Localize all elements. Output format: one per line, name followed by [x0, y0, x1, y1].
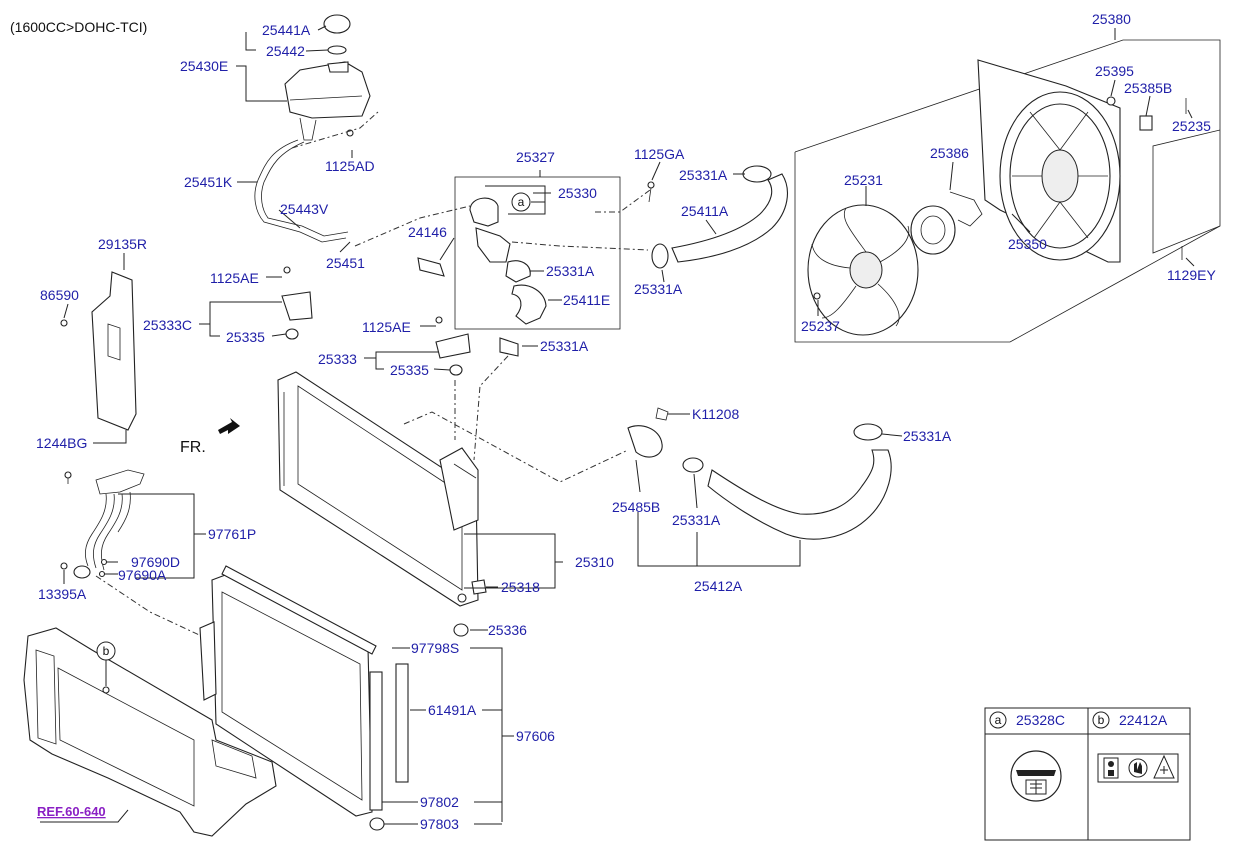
part-label[interactable]: 25336 [488, 622, 527, 638]
mount-brackets [281, 266, 519, 376]
legend-a-part[interactable]: 25328C [1016, 712, 1065, 728]
reference-link[interactable]: REF.60-640 [37, 804, 106, 819]
oil-cooler-leaders [63, 493, 206, 584]
part-label[interactable]: 1125AE [210, 270, 259, 286]
part-label[interactable]: 25380 [1092, 11, 1131, 27]
part-label[interactable]: 25395 [1095, 63, 1134, 79]
thermostat-group [417, 176, 655, 330]
callout-a-letter: a [518, 195, 525, 209]
part-label[interactable]: 25327 [516, 149, 555, 165]
part-label[interactable]: 86590 [40, 287, 79, 303]
part-label[interactable]: 25231 [844, 172, 883, 188]
part-label[interactable]: 97606 [516, 728, 555, 744]
air-guard [60, 271, 137, 484]
part-label[interactable]: 25331A [540, 338, 589, 354]
part-label[interactable]: 25350 [1008, 236, 1047, 252]
legend-b-letter: b [1098, 713, 1105, 727]
engine-spec-label: (1600CC>DOHC-TCI) [10, 19, 147, 35]
part-label[interactable]: 25331A [546, 263, 595, 279]
fan-leaders [817, 28, 1195, 316]
fan-warning-label-icon [1097, 753, 1179, 783]
part-label[interactable]: 1125AD [325, 158, 375, 174]
bracket-leaders [199, 276, 538, 461]
reservoir-leaders [236, 25, 471, 253]
callout-b-letter: b [103, 644, 110, 658]
part-label[interactable]: 25430E [180, 58, 228, 74]
part-label[interactable]: 25485B [612, 499, 660, 515]
part-label[interactable]: 61491A [428, 702, 477, 718]
lower-hose-leaders [635, 413, 903, 567]
part-label[interactable]: 25235 [1172, 118, 1211, 134]
front-arrow-icon [218, 418, 240, 434]
part-label[interactable]: 24146 [408, 224, 447, 240]
part-label[interactable]: 29135R [98, 236, 147, 252]
coolant-cap-label-icon [1010, 750, 1062, 802]
lower-hose [627, 407, 892, 540]
upper-hose-leaders [661, 173, 745, 283]
reservoir-tank [254, 14, 371, 243]
part-label[interactable]: 25411E [563, 292, 610, 308]
condenser [199, 565, 409, 831]
air-guard-leaders [63, 253, 127, 444]
part-label[interactable]: 25386 [930, 145, 969, 161]
thermostat-group-box [454, 176, 621, 330]
part-label[interactable]: 25451K [184, 174, 233, 190]
fan-shroud-group [794, 39, 1221, 343]
part-label[interactable]: 25411A [681, 203, 729, 219]
part-label[interactable]: 1244BG [36, 435, 87, 451]
radiator-leaders [403, 411, 629, 631]
part-label[interactable]: 25331A [672, 512, 721, 528]
part-label[interactable]: 25443V [280, 201, 329, 217]
radiator [277, 371, 487, 637]
radiator-support-carrier [23, 627, 277, 837]
part-labels: 25441A 25442 25430E 1125AD 25451K 25443V… [36, 11, 1216, 832]
condenser-leaders [382, 647, 514, 825]
callout-b[interactable]: b [96, 641, 116, 661]
thermostat-leaders [439, 161, 661, 301]
part-label[interactable]: K11208 [692, 406, 739, 422]
part-label[interactable]: 25412A [694, 578, 743, 594]
legend-a: a 25328C [989, 711, 1065, 802]
part-label[interactable]: 25451 [326, 255, 365, 271]
part-label[interactable]: 25310 [575, 554, 614, 570]
part-label[interactable]: 25318 [501, 579, 540, 595]
part-label[interactable]: 1125GA [634, 146, 685, 162]
part-label[interactable]: 25335 [226, 329, 265, 345]
part-label[interactable]: 1129EY [1167, 267, 1216, 283]
part-label[interactable]: 97690A [118, 567, 167, 583]
part-label[interactable]: 25385B [1124, 80, 1172, 96]
part-label[interactable]: 25331A [903, 428, 952, 444]
part-label[interactable]: 25333C [143, 317, 192, 333]
legend-b-part[interactable]: 22412A [1119, 712, 1168, 728]
carrier-leaders [40, 660, 129, 823]
part-label[interactable]: 25331A [634, 281, 683, 297]
part-label[interactable]: 13395A [38, 586, 87, 602]
callout-a[interactable]: a [511, 192, 531, 212]
part-label[interactable]: 97803 [420, 816, 459, 832]
part-label[interactable]: 25335 [390, 362, 429, 378]
legend-b: b 22412A [1092, 711, 1179, 783]
front-direction-indicator: FR. [180, 418, 240, 456]
part-label[interactable]: 97761P [208, 526, 256, 542]
front-label: FR. [180, 439, 206, 456]
part-label[interactable]: 25331A [679, 167, 728, 183]
part-label[interactable]: 25330 [558, 185, 597, 201]
legend-a-letter: a [995, 713, 1002, 727]
upper-hose [651, 165, 788, 269]
part-label[interactable]: 25237 [801, 318, 840, 334]
part-label[interactable]: 97690D [131, 554, 180, 570]
part-label[interactable]: 97798S [411, 640, 459, 656]
legend-table: a 25328C b 22412A [984, 707, 1191, 841]
part-label[interactable]: 25441A [262, 22, 311, 38]
part-label[interactable]: 25333 [318, 351, 357, 367]
part-label[interactable]: 25442 [266, 43, 305, 59]
oil-cooler-pipes [60, 469, 211, 641]
part-label[interactable]: 97802 [420, 794, 459, 810]
part-label[interactable]: 1125AE [362, 319, 411, 335]
